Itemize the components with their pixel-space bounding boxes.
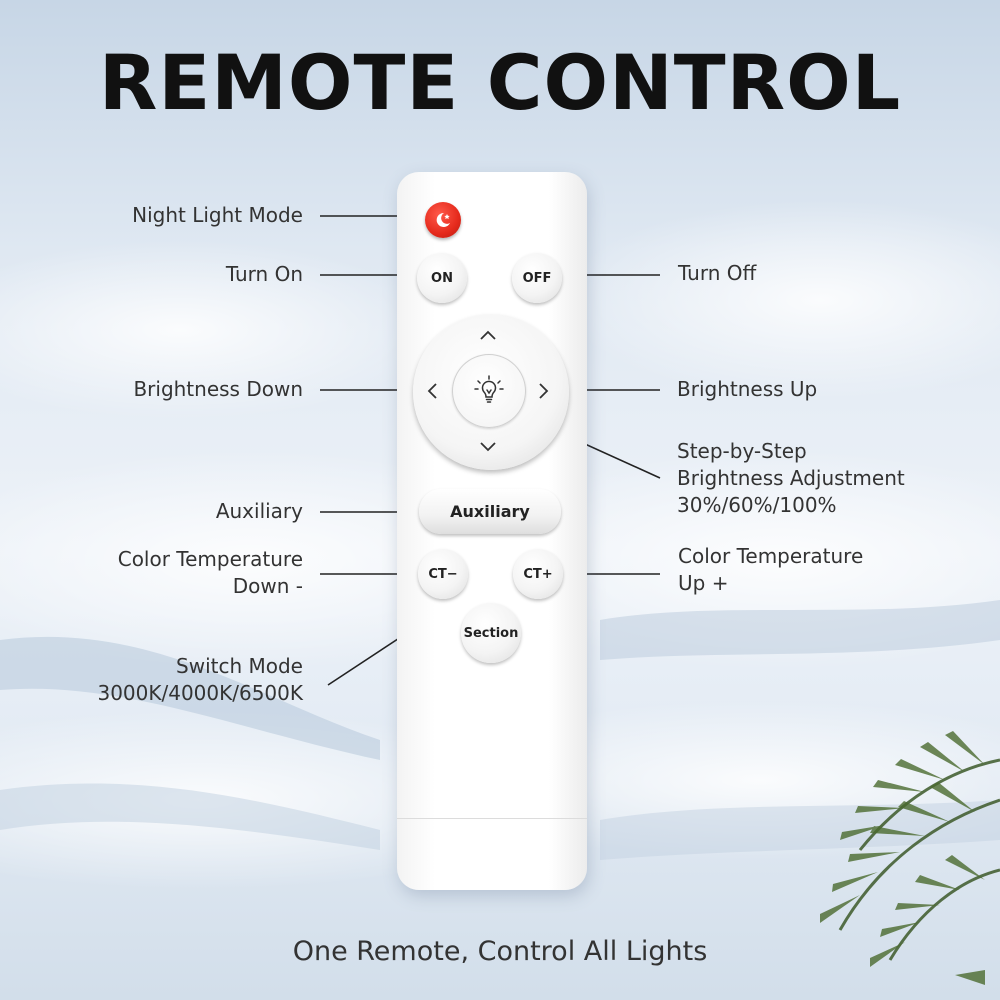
switch-mode-label: Switch Mode 3000K/4000K/6500K [97, 653, 303, 707]
ct-down-label: Color Temperature Down - [118, 546, 303, 600]
step-brightness-line1: Step-by-Step [677, 439, 807, 463]
auxiliary-label: Auxiliary [215, 499, 303, 523]
brightness-down-bottom-button[interactable] [475, 434, 501, 460]
chevron-up-icon [480, 330, 496, 340]
switch-mode-line1: Switch Mode [176, 654, 303, 678]
light-bulb-icon [474, 375, 504, 403]
brightness-up-top-button[interactable] [475, 322, 501, 348]
chevron-left-icon [427, 383, 437, 399]
step-brightness-line2: Brightness Adjustment [677, 466, 905, 490]
ct-up-button[interactable]: CT+ [513, 549, 563, 599]
tagline: One Remote, Control All Lights [292, 936, 708, 967]
auxiliary-button[interactable]: Auxiliary [419, 489, 561, 534]
ct-down-button[interactable]: CT− [418, 549, 468, 599]
ct-up-line2: Up + [678, 571, 729, 595]
on-button[interactable]: ON [417, 253, 467, 303]
brightness-down-label: Brightness Down [133, 377, 303, 401]
step-brightness-line3: 30%/60%/100% [677, 493, 837, 517]
night-light-mode-label: Night Light Mode [132, 203, 303, 227]
ct-down-line1: Color Temperature [117, 547, 303, 571]
brightness-step-button[interactable] [452, 354, 526, 428]
night-light-button[interactable] [425, 202, 461, 238]
page-title: REMOTE CONTROL [98, 38, 902, 127]
brightness-up-button[interactable] [531, 378, 557, 404]
moon-star-icon [436, 212, 450, 227]
brightness-up-label: Brightness Up [677, 377, 818, 401]
chevron-right-icon [539, 383, 549, 399]
off-button[interactable]: OFF [512, 253, 562, 303]
battery-cover-seam [397, 818, 587, 819]
chevron-down-icon [480, 442, 496, 452]
brightness-down-button[interactable] [419, 378, 445, 404]
ct-up-line1: Color Temperature [678, 544, 864, 568]
switch-mode-line2: 3000K/4000K/6500K [97, 681, 303, 705]
turn-on-label: Turn On [225, 262, 303, 286]
ct-down-line2: Down - [232, 574, 303, 598]
turn-off-label: Turn Off [678, 261, 757, 285]
step-brightness-label: Step-by-Step Brightness Adjustment 30%/6… [677, 438, 905, 519]
ct-up-label: Color Temperature Up + [678, 543, 863, 597]
section-button[interactable]: Section [461, 603, 521, 663]
